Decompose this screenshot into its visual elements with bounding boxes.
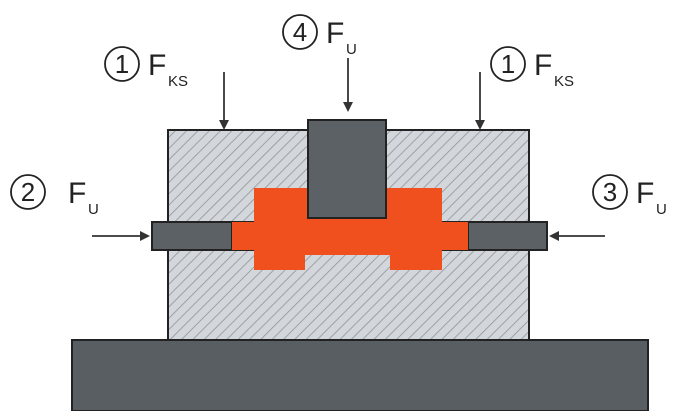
label-subscript: KS [168, 73, 188, 90]
label-force: F [148, 49, 166, 82]
number-circle-3 [592, 174, 628, 210]
label-number: 1 [501, 49, 515, 79]
label-top-right: 1 F KS [490, 46, 574, 90]
label-force: F [534, 49, 552, 82]
label-number: 2 [21, 177, 35, 207]
number-circle-1b [490, 46, 526, 82]
label-subscript: U [656, 201, 667, 218]
number-circle-4 [282, 14, 318, 50]
lower-die [167, 249, 530, 341]
number-circle-2 [10, 174, 46, 210]
base-plate [71, 339, 649, 411]
label-subscript: U [88, 201, 99, 218]
workpiece [232, 188, 468, 270]
label-subscript: KS [554, 73, 574, 90]
label-number: 1 [115, 49, 129, 79]
label-mid-left: 2 F U [10, 174, 99, 218]
label-number: 4 [293, 17, 307, 47]
label-number: 3 [603, 177, 617, 207]
right-side-punch [467, 221, 548, 251]
label-force: F [636, 177, 654, 210]
top-punch [307, 119, 387, 219]
label-top-left: 1 F KS [104, 46, 188, 90]
label-subscript: U [346, 41, 357, 58]
number-circle-1 [104, 46, 140, 82]
label-top-center: 4 F U [282, 14, 357, 58]
left-side-punch [151, 221, 233, 251]
label-mid-right: 3 F U [592, 174, 667, 218]
label-force: F [68, 177, 86, 210]
label-force: F [326, 17, 344, 50]
